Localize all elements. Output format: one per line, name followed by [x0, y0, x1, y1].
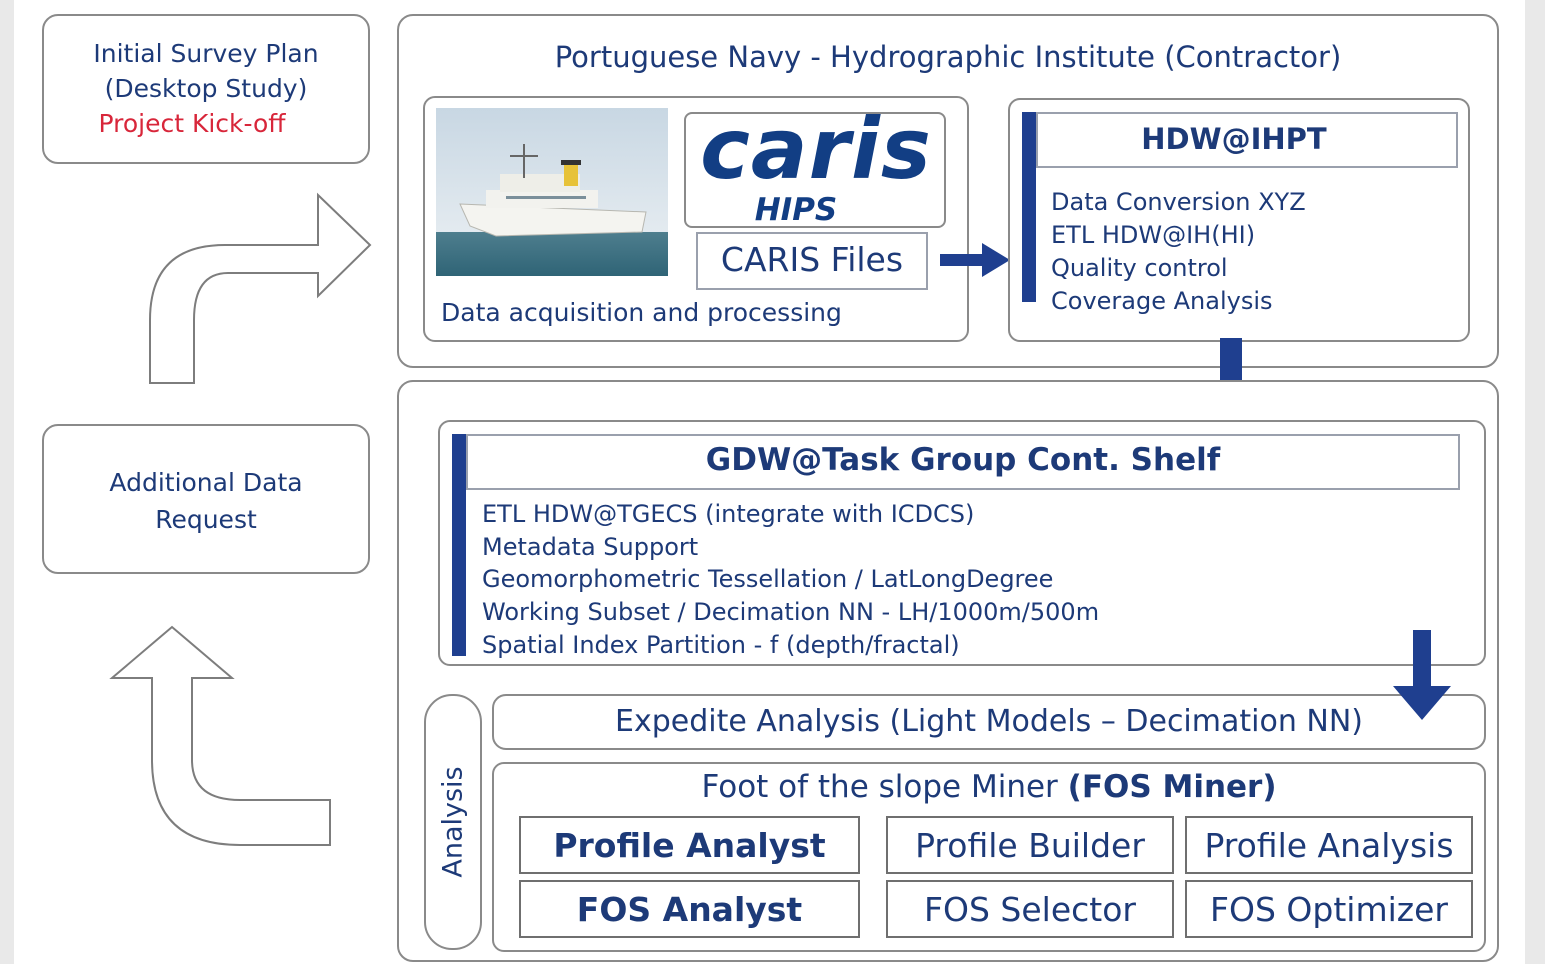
gdw-item-4: Working Subset / Decimation NN - LH/1000… — [482, 598, 1100, 626]
contractor-title: Portuguese Navy - Hydrographic Institute… — [554, 40, 1342, 74]
project-kickoff-label: Project Kick-off — [98, 109, 286, 138]
left-margin — [0, 0, 14, 964]
survey-plan-line2: (Desktop Study) — [104, 74, 308, 103]
fos-miner-title: Foot of the slope Miner (FOS Miner) — [492, 769, 1486, 805]
gdw-item-1: ETL HDW@TGECS (integrate with ICDCS) — [482, 500, 975, 528]
caris-files-box — [696, 232, 928, 290]
gdw-item-5: Spatial Index Partition - f (depth/fract… — [482, 631, 960, 659]
fos-optimizer-cell: FOS Optimizer — [1185, 880, 1473, 938]
gdw-item-2: Metadata Support — [482, 533, 699, 561]
expedite-analysis-label: Expedite Analysis (Light Models – Decima… — [615, 704, 1363, 739]
analysis-side-label: Analysis — [437, 766, 469, 878]
fos-analyst-cell: FOS Analyst — [519, 880, 860, 938]
hdw-title-box — [1036, 112, 1458, 168]
profile-builder-cell: Profile Builder — [886, 816, 1174, 874]
additional-data-request-box — [42, 424, 370, 574]
caris-logo-text: caris — [700, 100, 932, 198]
acquisition-caption: Data acquisition and processing — [441, 298, 842, 327]
fos-miner-title-bold: (FOS Miner) — [1067, 769, 1277, 805]
caris-files-label: CARIS Files — [720, 240, 904, 279]
profile-analysis-cell: Profile Analysis — [1185, 816, 1473, 874]
hdw-accent-bar — [1022, 112, 1036, 302]
fos-miner-title-normal: Foot of the slope Miner — [701, 769, 1068, 805]
survey-ship-photo — [436, 108, 668, 276]
gdw-accent-bar — [452, 434, 466, 656]
expedite-analysis-box — [492, 694, 1486, 750]
additional-data-line1: Additional Data — [109, 468, 303, 497]
fos-selector-cell: FOS Selector — [886, 880, 1174, 938]
caris-logo-hips: HIPS — [754, 192, 838, 228]
gdw-title-box — [466, 434, 1460, 490]
analysis-side-box — [424, 694, 482, 950]
hdw-item-3: Quality control — [1051, 254, 1228, 282]
hdw-item-1: Data Conversion XYZ — [1051, 188, 1306, 216]
gdw-item-3: Geomorphometric Tessellation / LatLongDe… — [482, 565, 1054, 593]
gdw-title: GDW@Task Group Cont. Shelf — [705, 442, 1221, 478]
caris-to-hdw-arrow — [940, 243, 1010, 277]
additional-data-line2: Request — [155, 505, 257, 534]
survey-plan-line1: Initial Survey Plan — [93, 39, 319, 68]
hdw-title: HDW@IHPT — [1141, 122, 1327, 156]
gdw-to-expedite-arrow — [1393, 630, 1451, 720]
initial-survey-plan-box — [42, 14, 370, 164]
caris-logo-box — [684, 112, 946, 228]
right-margin — [1525, 0, 1545, 964]
profile-analyst-cell: Profile Analyst — [519, 816, 860, 874]
hdw-item-4: Coverage Analysis — [1051, 287, 1273, 315]
hdw-item-2: ETL HDW@IH(HI) — [1051, 221, 1256, 249]
